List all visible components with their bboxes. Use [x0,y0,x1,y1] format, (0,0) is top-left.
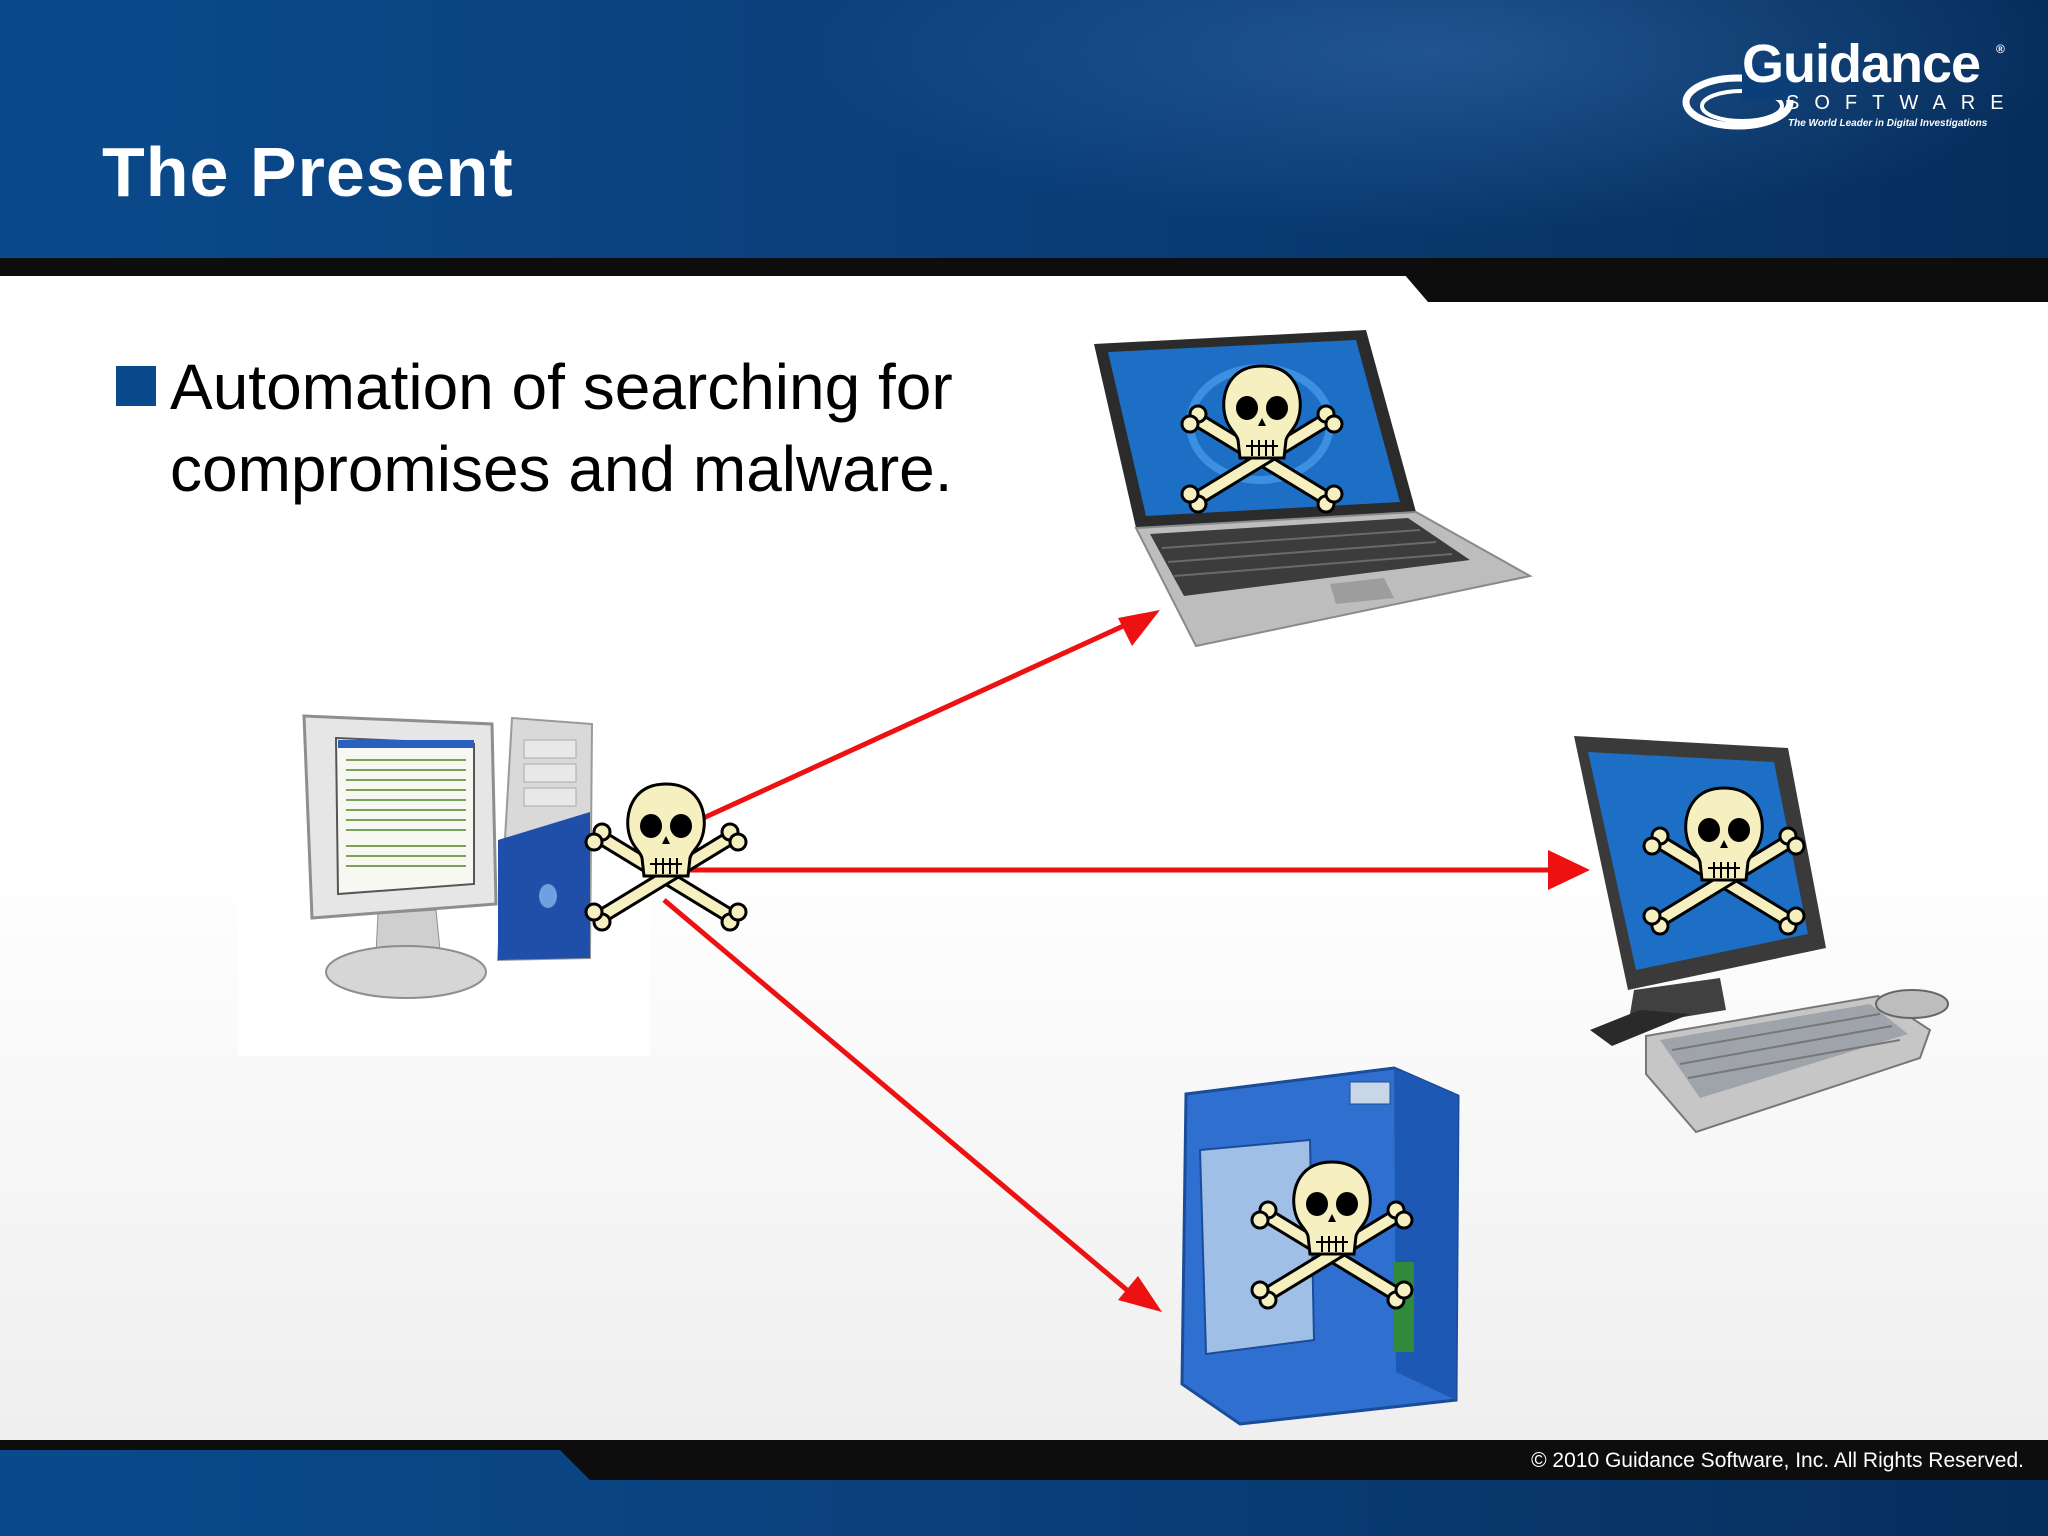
attack-arrows [662,610,1590,1312]
arrow-head-desktop [1548,850,1590,890]
bullet-marker [116,366,156,406]
footer-divider [0,1440,2048,1480]
desktop-tower-icon [238,700,650,1056]
arrow-to-laptop [662,619,1134,839]
logo-tagline: The World Leader in Digital Investigatio… [1788,118,1988,129]
desktop-monitor-icon [1574,736,1949,1134]
logo-swoosh-icon [1682,66,1800,130]
logo-name: Guidance [1742,34,1981,94]
arrow-head-server [1118,1276,1162,1312]
logo-subtitle: SOFTWARE [1786,92,2019,114]
header-tab-shape [1404,274,2048,302]
logo-registered-mark: ® [1996,42,2005,56]
arrow-to-server [662,898,1136,1298]
guidance-logo: Guidance ® SOFTWARE The World Leader in … [1680,30,2020,140]
arrow-head-laptop [1118,610,1160,646]
slide-title: The Present [102,133,514,211]
copyright-notice: © 2010 Guidance Software, Inc. All Right… [1531,1449,2024,1472]
header-banner [0,0,2048,260]
header-divider [0,258,2048,276]
bullet-text: Automation of searching for compromises … [170,351,953,505]
